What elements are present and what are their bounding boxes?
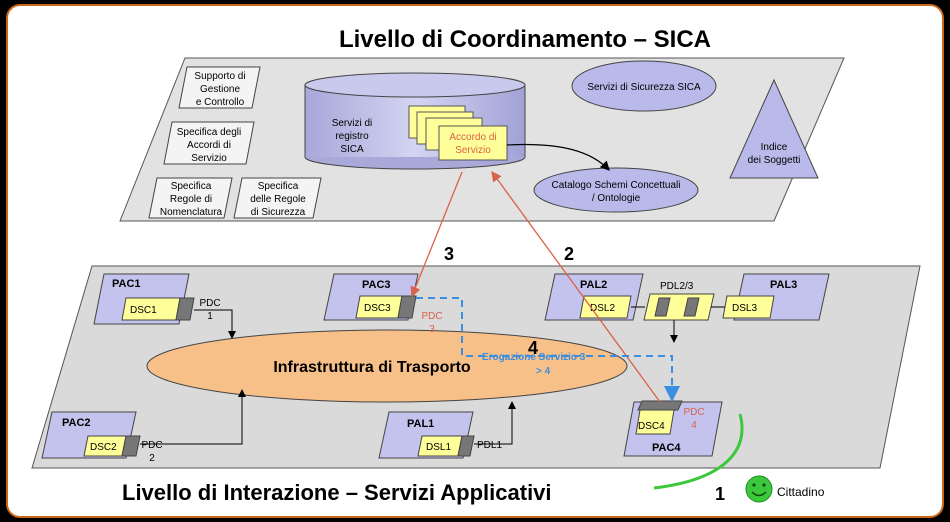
svg-text:DSC1: DSC1 xyxy=(130,305,157,316)
servizi-sicurezza-ellipse: Servizi di Sicurezza SICA xyxy=(571,60,717,112)
cittadino-green-arrow xyxy=(653,413,744,490)
pdl23-node: PDL2/3 xyxy=(643,281,715,321)
cittadino-label: Cittadino xyxy=(777,485,825,499)
pal3-node: PAL3 DSL3 xyxy=(722,273,830,321)
svg-text:PAC3: PAC3 xyxy=(362,279,391,291)
svg-text:DSL2: DSL2 xyxy=(590,303,615,314)
svg-text:PAC1: PAC1 xyxy=(112,278,141,290)
pac2-node: PAC2 DSC2 xyxy=(41,411,141,459)
step3-red-arrow xyxy=(410,171,463,298)
svg-text:PAC4: PAC4 xyxy=(652,442,681,454)
bottom-title: Livello di Interazione – Servizi Applica… xyxy=(122,480,552,505)
step-2-number: 2 xyxy=(564,244,574,264)
svg-text:PAL1: PAL1 xyxy=(407,418,434,430)
pac3-node: PAC3 DSC3 xyxy=(323,273,419,321)
svg-text:Catalogo Schemi Concettuali/ O: Catalogo Schemi Concettuali/ Ontologie xyxy=(552,180,681,204)
step-1-number: 1 xyxy=(715,484,725,504)
svg-text:DSC4: DSC4 xyxy=(638,421,665,432)
step-4-number: 4 xyxy=(528,338,538,358)
svg-text:PAC2: PAC2 xyxy=(62,417,91,429)
svg-text:DSC2: DSC2 xyxy=(90,442,117,453)
erogazione-dashed-path xyxy=(416,297,680,402)
erogazione-label: Erogazione Servizio 3> 4 xyxy=(482,352,586,377)
svg-text:PDL2/3: PDL2/3 xyxy=(660,281,694,292)
pal1-node: PAL1 DSL1 xyxy=(378,411,475,459)
cittadino-smiley-icon xyxy=(745,475,773,503)
pdl1-label: PDL1 xyxy=(477,440,502,451)
svg-text:PAL2: PAL2 xyxy=(580,279,607,291)
svg-text:Infrastruttura di Trasporto: Infrastruttura di Trasporto xyxy=(273,359,471,376)
svg-text:Servizi di Sicurezza SICA: Servizi di Sicurezza SICA xyxy=(587,82,701,93)
catalogo-ellipse: Catalogo Schemi Concettuali/ Ontologie xyxy=(533,167,699,213)
step2-red-arrow xyxy=(491,170,661,403)
svg-text:DSL1: DSL1 xyxy=(426,442,451,453)
svg-text:PAL3: PAL3 xyxy=(770,279,797,291)
step-3-number: 3 xyxy=(444,244,454,264)
pdl1-arrow xyxy=(474,401,516,445)
pac4-node: DSC4 PAC4 xyxy=(623,400,723,457)
svg-text:DSC3: DSC3 xyxy=(364,303,391,314)
svg-text:DSL3: DSL3 xyxy=(732,303,757,314)
pac1-node: PAC1 DSC1 xyxy=(93,273,195,325)
diagram-frame: Livello di Coordinamento – SICA Supporto… xyxy=(6,4,944,518)
pdc1-arrow xyxy=(194,309,236,339)
pal2-node: PAL2 DSL2 xyxy=(544,273,644,321)
top-title: Livello di Coordinamento – SICA xyxy=(339,26,711,53)
transport-ellipse: Infrastruttura di Trasporto xyxy=(146,329,628,403)
pdc2-arrow xyxy=(140,389,246,445)
architecture-diagram: Livello di Coordinamento – SICA Supporto… xyxy=(31,26,921,505)
accordo-to-catalogo-arrow xyxy=(506,143,610,171)
